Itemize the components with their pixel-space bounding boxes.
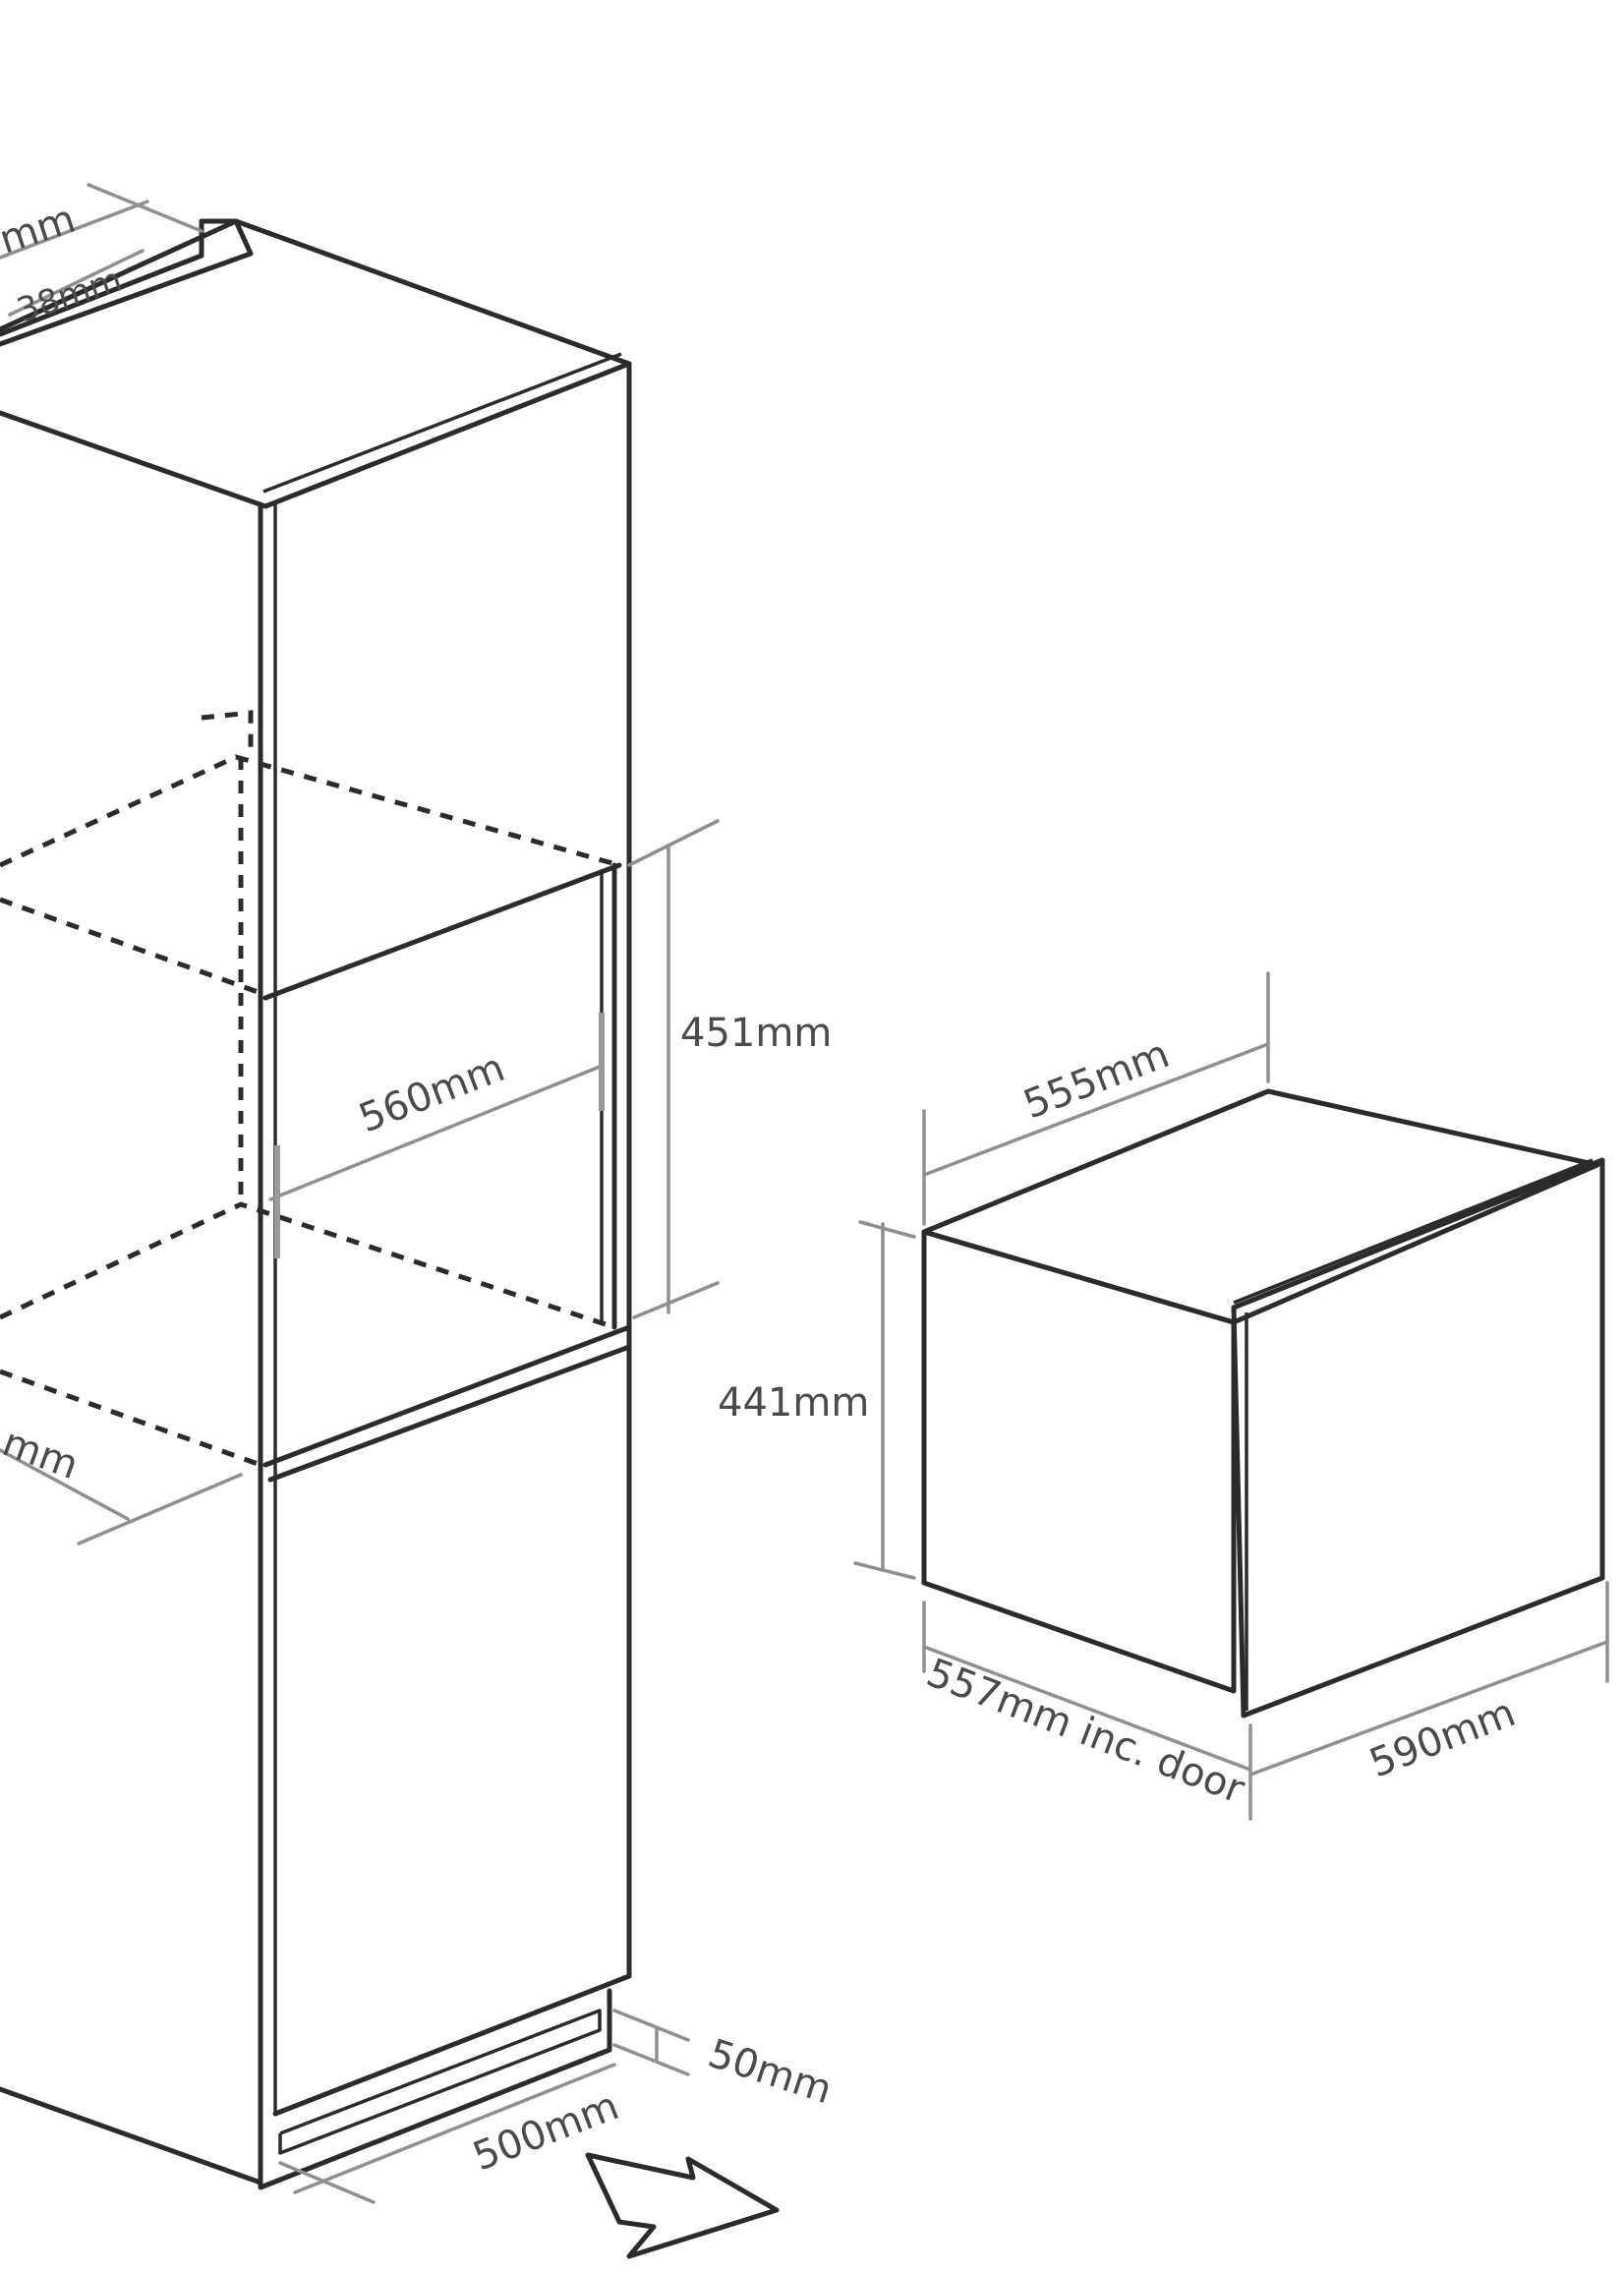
height-dim-label: 441mm [718,1380,869,1426]
opening-height-dim-label: 451mm [680,1011,832,1056]
top-depth-dim-label: 555mm [1017,1031,1176,1128]
top-outer-dim-label: mm [0,197,81,263]
top-outer-dim-line [0,200,149,260]
opening-top-edge [262,862,622,1001]
left-depth-dim-label: mm [0,1420,85,1488]
top-depth-dim-line [922,1042,1270,1177]
lower-door-bottom-edge [272,1973,632,2117]
tall-cabinet [0,218,632,2190]
depth-dim-label: 557mm inc. door [920,1650,1250,1813]
appliance-side-face [921,1229,1237,1694]
appliance-top-face [921,1088,1600,1325]
top-outer-dim-tick [87,183,203,233]
width-dim-line [1248,1640,1609,1777]
left-depth-dim-line [0,1448,130,1521]
recess-hidden-back-top [201,710,254,757]
plinth-height-tick-top [612,2009,690,2042]
plinth-vent-slot [278,2009,602,2155]
appliance [921,1088,1605,1719]
top-inner-dim-line [8,249,145,317]
opening-bottom-shelf [262,1324,632,1483]
depth-dim-line [922,1645,1252,1772]
cabinet-left-bottom-edge [0,2086,263,2186]
opening-width-dim-line [268,1065,602,1201]
recess-hidden-top [0,754,620,868]
height-tick-bottom [853,1561,916,1580]
opening-height-tick-top [627,819,720,867]
cabinet-top-edge [0,218,632,509]
cabinet-dimensions [0,183,720,2204]
plinth-outline [258,1988,612,2190]
opening-height-tick-bottom [632,1281,720,1319]
recess-hidden-upper-left [0,897,261,996]
appliance-dimensions [853,971,1609,1821]
height-tick-top [858,1220,916,1239]
plinth-height-tick-bottom [612,2043,690,2076]
arrow-icon [585,2152,780,2259]
plinth-width-dim-line [293,2063,616,2194]
top-vent-slot [0,218,254,347]
plinth-width-tick [278,2161,376,2204]
opening-width-dim-label: 560mm [353,1045,511,1141]
cabinet-top-front-lip [262,352,622,494]
left-depth-dim-tick [77,1473,243,1545]
recess-hidden-lower-left [0,1201,615,1330]
appliance-door-edge [1233,1158,1594,1305]
appliance-door-panel [1231,1157,1605,1719]
plinth-height-dim-label: 50mm [703,2031,838,2114]
